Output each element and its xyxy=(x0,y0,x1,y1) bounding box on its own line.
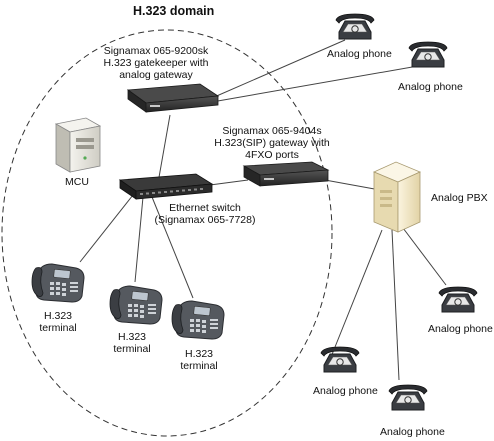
analog-phone-bottom-left[interactable] xyxy=(320,346,360,373)
h323-terminal-3[interactable] xyxy=(171,300,225,340)
mcu-server[interactable] xyxy=(54,117,102,173)
h323-terminal-label-3: H.323 terminal xyxy=(180,348,218,372)
analog-phone-label-bl: Analog phone xyxy=(313,385,378,397)
connection-lines xyxy=(79,39,447,381)
analog-pbx[interactable] xyxy=(372,161,422,233)
analog-phone-label-r: Analog phone xyxy=(428,323,493,335)
sip-gateway-label: Signamax 065-9404s H.323(SIP) gateway wi… xyxy=(214,125,330,161)
analog-phone-label-tr2: Analog phone xyxy=(398,81,463,93)
analog-phone-top-right-2[interactable] xyxy=(408,41,448,68)
gatekeeper-device[interactable] xyxy=(126,83,220,113)
analog-phone-label-tr1: Analog phone xyxy=(327,48,392,60)
gatekeeper-label: Signamax 065-9200sk H.323 gatekeeper wit… xyxy=(103,45,209,81)
mcu-label: MCU xyxy=(65,176,89,188)
h323-terminal-2[interactable] xyxy=(109,285,163,325)
h323-domain-boundary xyxy=(1,29,333,437)
analog-phone-right[interactable] xyxy=(438,286,478,313)
diagram-title: H.323 domain xyxy=(133,4,215,18)
h323-terminal-label-2: H.323 terminal xyxy=(113,331,151,355)
sip-gateway-device[interactable] xyxy=(242,161,330,187)
switch-label: Ethernet switch (Signamax 065-7728) xyxy=(154,202,256,226)
h323-terminal-1[interactable] xyxy=(31,263,85,303)
analog-phone-bottom-middle[interactable] xyxy=(388,384,428,411)
analog-phone-top-right-1[interactable] xyxy=(335,13,375,40)
ethernet-switch[interactable] xyxy=(118,173,214,200)
analog-phone-label-bm: Analog phone xyxy=(380,426,445,438)
pbx-label: Analog PBX xyxy=(431,192,488,204)
h323-terminal-label-1: H.323 terminal xyxy=(39,310,77,334)
